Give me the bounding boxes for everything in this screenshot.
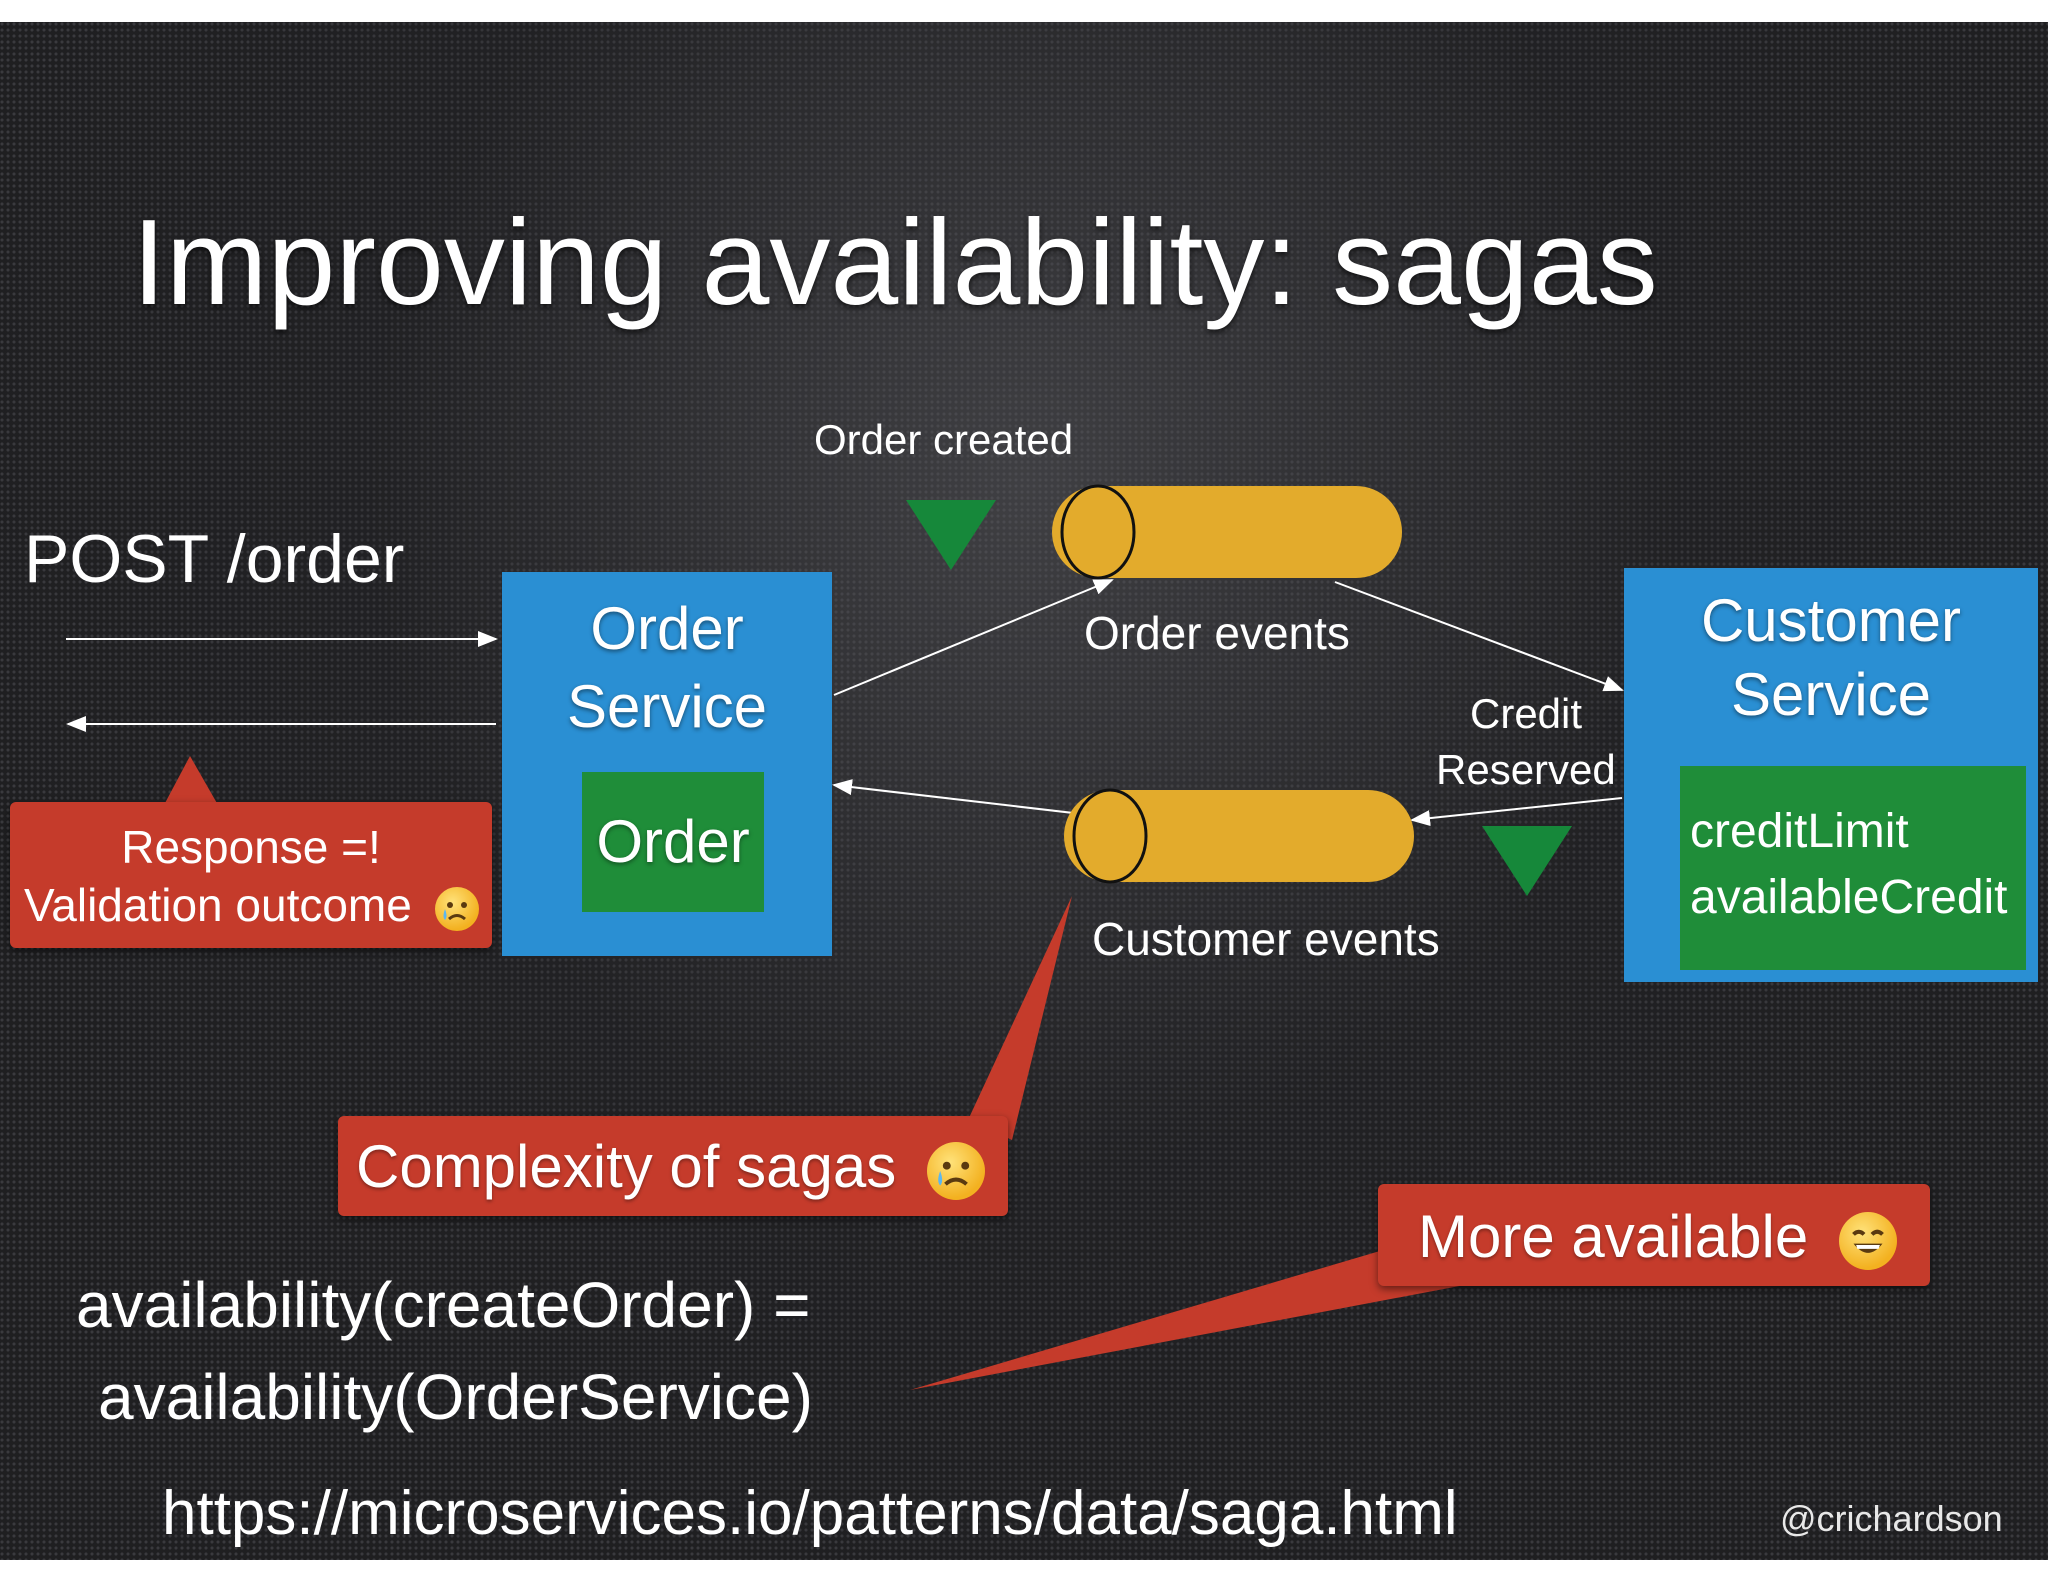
order-service-box: Order Service Order [502,572,832,956]
credit-limit-field: creditLimit [1690,805,1909,858]
customer-events-label: Customer events [1092,913,1440,965]
customer-events-queue [1064,788,1414,884]
response-callout-line2: Validation outcome [24,879,412,931]
customer-service-title-line2: Service [1730,661,1932,728]
credit-reserved-event-marker [1482,826,1572,896]
order-service-title-line1: Order [590,595,744,662]
order-events-label: Order events [1084,607,1350,659]
request-label: POST /order [24,521,405,597]
formula-line2: availability(OrderService) [98,1361,813,1433]
credit-reserved-label-line1: Credit [1470,690,1583,737]
more-available-callout-text: More available [1418,1203,1809,1270]
saga-pattern-link[interactable]: https://microservices.io/patterns/data/s… [162,1479,1458,1548]
publish-customer-event-arrow [1410,797,1623,827]
more-available-callout-pointer [910,1248,1470,1390]
crying-face-icon [434,886,479,931]
response-callout-line1: Response =! [121,821,381,873]
order-events-queue [1052,484,1402,580]
order-created-label: Order created [814,416,1074,463]
diagram-connectors [66,484,1624,1390]
author-handle: @crichardson [1780,1498,2003,1539]
order-service-title-line2: Service [566,673,768,740]
response-callout: Response =! Validation outcome [10,802,492,948]
available-credit-field: availableCredit [1690,871,2008,924]
more-available-callout: More available [1378,1184,1930,1286]
customer-entity-box: creditLimit availableCredit [1680,766,2026,970]
slide-title: Improving availability: sagas [132,194,1658,330]
response-callout-pointer [164,756,218,805]
order-created-event-marker [906,500,996,570]
publish-order-event-arrow [833,579,1114,696]
order-entity-label: Order [596,808,750,875]
order-entity-box: Order [582,772,764,912]
customer-service-title-line1: Customer [1700,587,1962,654]
complexity-callout: Complexity of sagas [338,1116,1008,1216]
complexity-callout-pointer [968,896,1072,1140]
grinning-face-icon [1838,1212,1897,1271]
credit-reserved-label-line2: Reserved [1436,746,1616,793]
crying-face-icon [926,1142,985,1201]
customer-service-box: Customer Service creditLimit availableCr… [1624,568,2038,982]
complexity-callout-text: Complexity of sagas [356,1133,897,1200]
slide: Improving availability: sagas POST /orde… [0,22,2048,1560]
consume-order-event-arrow [1334,581,1624,692]
formula-line1: availability(createOrder) = [76,1269,811,1341]
